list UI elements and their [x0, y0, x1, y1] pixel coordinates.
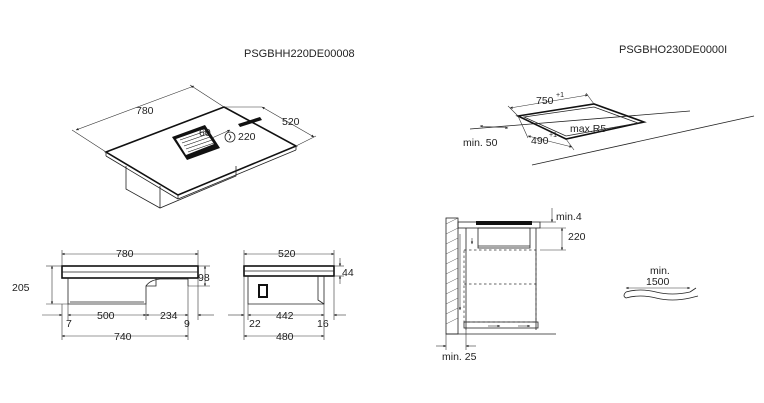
cutout-width-label: 750 [536, 95, 554, 107]
front-base-width-label: 740 [114, 331, 132, 343]
isometric-hob-view: 780 520 60 220 [71, 84, 317, 209]
front-height-label: 205 [12, 282, 30, 294]
cable-min-label: min. [650, 265, 670, 277]
front-duct-width-label: 500 [97, 310, 115, 322]
side-right-offset-label: 16 [317, 318, 329, 330]
cutout-width-tol: +1 [556, 92, 564, 99]
cutout-edge-label: min. 50 [463, 137, 498, 149]
cutout-depth-tol: +1 [549, 132, 557, 139]
cutout-view: 750 +1 490 +1 max.R5 min. 50 [463, 92, 755, 166]
cutout-depth-label: 490 [531, 135, 549, 147]
front-right-offset-label: 9 [184, 318, 190, 330]
model-code-right: PSGBHO230DE0000I [619, 44, 727, 56]
cable-view: min. 1500 [623, 265, 699, 301]
cabinet-section-view: min.4 220 min. 25 [436, 208, 586, 363]
iso-temp-label: 220 [238, 131, 256, 143]
section-gap-label: min.4 [556, 211, 582, 223]
side-glass-thickness-label: 44 [342, 267, 354, 279]
side-width-label: 520 [278, 248, 296, 260]
section-clearance-label: 220 [568, 231, 586, 243]
front-top-height-label: 98 [198, 272, 210, 284]
front-duct-offset-label: 234 [160, 310, 178, 322]
section-wall-label: min. 25 [442, 351, 477, 363]
front-view: 780 205 98 7 500 234 9 740 [12, 248, 214, 343]
wall [445, 217, 459, 335]
cutout-radius-label: max.R5 [570, 123, 606, 135]
side-body-depth-label: 442 [276, 310, 294, 322]
front-left-offset-label: 7 [66, 318, 72, 330]
iso-depth-label: 520 [282, 116, 300, 128]
iso-vent-label: 60 [199, 127, 211, 139]
side-view: 520 44 22 442 16 480 [228, 248, 354, 343]
side-left-offset-label: 22 [249, 318, 261, 330]
front-width-label: 780 [116, 248, 134, 260]
temp-symbol-icon [224, 131, 236, 143]
side-base-depth-label: 480 [276, 331, 294, 343]
iso-length-label: 780 [136, 105, 154, 117]
model-code-left: PSGBHH220DE00008 [244, 48, 355, 60]
cable-length-label: 1500 [646, 276, 670, 288]
